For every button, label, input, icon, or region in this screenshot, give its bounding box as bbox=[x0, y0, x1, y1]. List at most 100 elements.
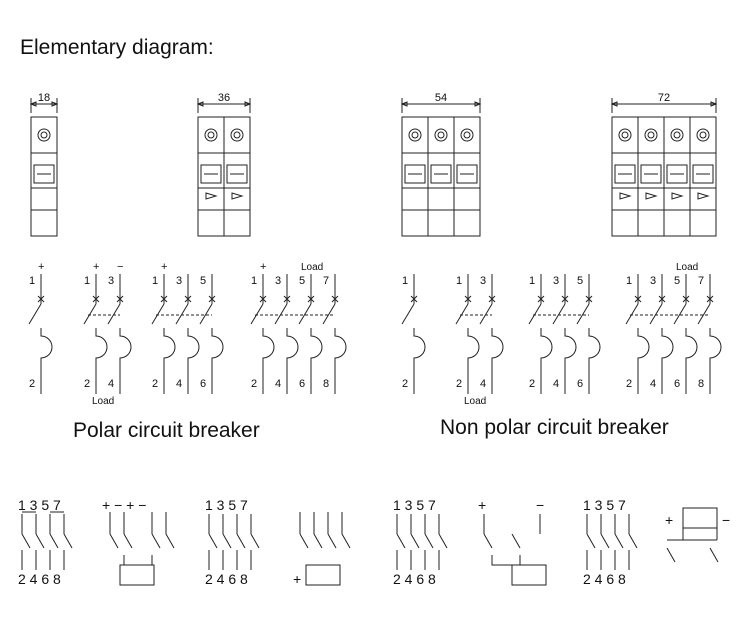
wiring-top-numbers: 1 3 5 7 bbox=[18, 497, 61, 513]
module-body bbox=[30, 116, 58, 237]
terminal-number-top: 3 bbox=[480, 275, 486, 287]
wiring-bottom-numbers: 2 4 6 8 bbox=[583, 571, 626, 587]
toggle-handle bbox=[33, 164, 55, 184]
contact-path bbox=[552, 274, 577, 394]
terminal-number-bottom: 2 bbox=[84, 378, 90, 390]
terminal-number-top: 5 bbox=[674, 275, 680, 287]
toggle-handle bbox=[692, 164, 714, 184]
wiring-lines bbox=[21, 511, 73, 570]
wiring-bottom-numbers: 2 4 6 8 bbox=[393, 571, 436, 587]
terminal-number-top: 3 bbox=[176, 275, 182, 287]
contact-path bbox=[673, 274, 698, 394]
contact-path bbox=[28, 274, 53, 394]
terminal-screw-icon bbox=[696, 128, 710, 142]
terminal-screw-inner bbox=[621, 131, 629, 139]
terminal-screw-inner bbox=[463, 131, 471, 139]
terminal-number-bottom: 6 bbox=[200, 378, 206, 390]
dimension-line bbox=[610, 98, 718, 113]
polarity-sign: − bbox=[117, 261, 123, 273]
terminal-number-bottom: 6 bbox=[577, 378, 583, 390]
terminal-number-top: 5 bbox=[200, 275, 206, 287]
contact-path bbox=[175, 274, 200, 394]
breaker-module-2: 36 bbox=[196, 92, 252, 237]
terminal-number-bottom: 4 bbox=[275, 378, 281, 390]
terminal-screw-inner bbox=[411, 131, 419, 139]
wiring-dc-plus: + bbox=[665, 512, 673, 528]
terminal-screw-inner bbox=[233, 131, 241, 139]
terminal-number-bottom: 2 bbox=[251, 378, 257, 390]
wiring-dc-lines bbox=[666, 528, 719, 563]
schematic-2: 12+34−Load bbox=[83, 261, 132, 407]
wiring-dc-pair: + − + − bbox=[102, 497, 146, 513]
toggle-handle bbox=[430, 164, 452, 184]
wiring-diagram-4: 1 3 5 7 2 4 6 8 + − bbox=[583, 497, 730, 587]
terminal-number-bottom: 2 bbox=[29, 378, 35, 390]
breaker-module-4: 72 bbox=[610, 92, 718, 237]
dc-source-box bbox=[682, 507, 718, 529]
toggle-handle bbox=[226, 164, 248, 184]
toggle-handle bbox=[200, 164, 222, 184]
terminal-number-bottom: 4 bbox=[176, 378, 182, 390]
wiring-dc-plus: + bbox=[478, 497, 486, 513]
polarity-sign: + bbox=[38, 261, 44, 273]
contact-path bbox=[322, 274, 347, 394]
polarity-arrow-icon bbox=[645, 192, 658, 200]
dimension-line bbox=[29, 98, 59, 113]
wiring-top-numbers: 1 3 5 7 bbox=[583, 497, 626, 513]
wiring-dc-lines bbox=[109, 512, 175, 566]
terminal-screw-icon bbox=[408, 128, 422, 142]
toggle-handle bbox=[666, 164, 688, 184]
wiring-bottom-numbers: 2 4 6 8 bbox=[18, 571, 61, 587]
contact-path bbox=[274, 274, 299, 394]
contact-path bbox=[151, 274, 176, 394]
terminal-number-top: 1 bbox=[529, 275, 535, 287]
wiring-dc-lines bbox=[483, 514, 541, 566]
terminal-screw-icon bbox=[618, 128, 632, 142]
polarity-arrow-icon bbox=[671, 192, 684, 200]
breaker-module-1: 18 bbox=[29, 92, 59, 237]
wiring-lines bbox=[208, 514, 260, 570]
schematic-5: 12 bbox=[401, 274, 426, 394]
contact-path bbox=[697, 274, 722, 394]
nonpolar-section-title: Non polar circuit breaker bbox=[440, 416, 669, 439]
contact-path bbox=[107, 274, 132, 394]
terminal-screw-inner bbox=[647, 131, 655, 139]
terminal-number-top: 3 bbox=[108, 275, 114, 287]
contact-path bbox=[625, 274, 650, 394]
terminal-screw-icon bbox=[37, 128, 51, 142]
wiring-diagram-3: 1 3 5 7 2 4 6 8 + − bbox=[393, 497, 547, 587]
wiring-bottom-numbers: 2 4 6 8 bbox=[205, 571, 248, 587]
contact-path bbox=[298, 274, 323, 394]
terminal-number-bottom: 6 bbox=[674, 378, 680, 390]
wiring-lines bbox=[396, 514, 448, 570]
wiring-diagram-2: 1 3 5 7 2 4 6 8 + bbox=[205, 497, 351, 587]
contact-path bbox=[479, 274, 504, 394]
terminal-number-top: 5 bbox=[299, 275, 305, 287]
schematic-1: 12+ bbox=[28, 261, 53, 394]
terminal-number-top: 5 bbox=[577, 275, 583, 287]
wiring-dc-minus: − bbox=[722, 512, 730, 528]
dimension-line bbox=[196, 98, 252, 113]
terminal-number-top: 3 bbox=[650, 275, 656, 287]
toggle-handle bbox=[404, 164, 426, 184]
terminal-number-bottom: 2 bbox=[402, 378, 408, 390]
page-title: Elementary diagram: bbox=[20, 36, 214, 59]
polar-section-title: Polar circuit breaker bbox=[73, 419, 260, 442]
polarity-arrow-icon bbox=[619, 192, 632, 200]
module-body bbox=[401, 116, 481, 237]
wiring-dc-minus: − bbox=[536, 497, 544, 513]
wiring-dc-lines bbox=[299, 512, 351, 549]
terminal-number-top: 7 bbox=[698, 275, 704, 287]
terminal-screw-inner bbox=[437, 131, 445, 139]
wiring-lines bbox=[586, 514, 638, 570]
terminal-number-bottom: 8 bbox=[323, 378, 329, 390]
terminal-number-bottom: 4 bbox=[108, 378, 114, 390]
polarity-sign: + bbox=[260, 261, 266, 273]
wiring-diagram-1: 1 3 5 7 2 4 6 8 + − + − bbox=[18, 497, 175, 587]
terminal-number-top: 3 bbox=[553, 275, 559, 287]
terminal-screw-icon bbox=[230, 128, 244, 142]
contact-path bbox=[649, 274, 674, 394]
